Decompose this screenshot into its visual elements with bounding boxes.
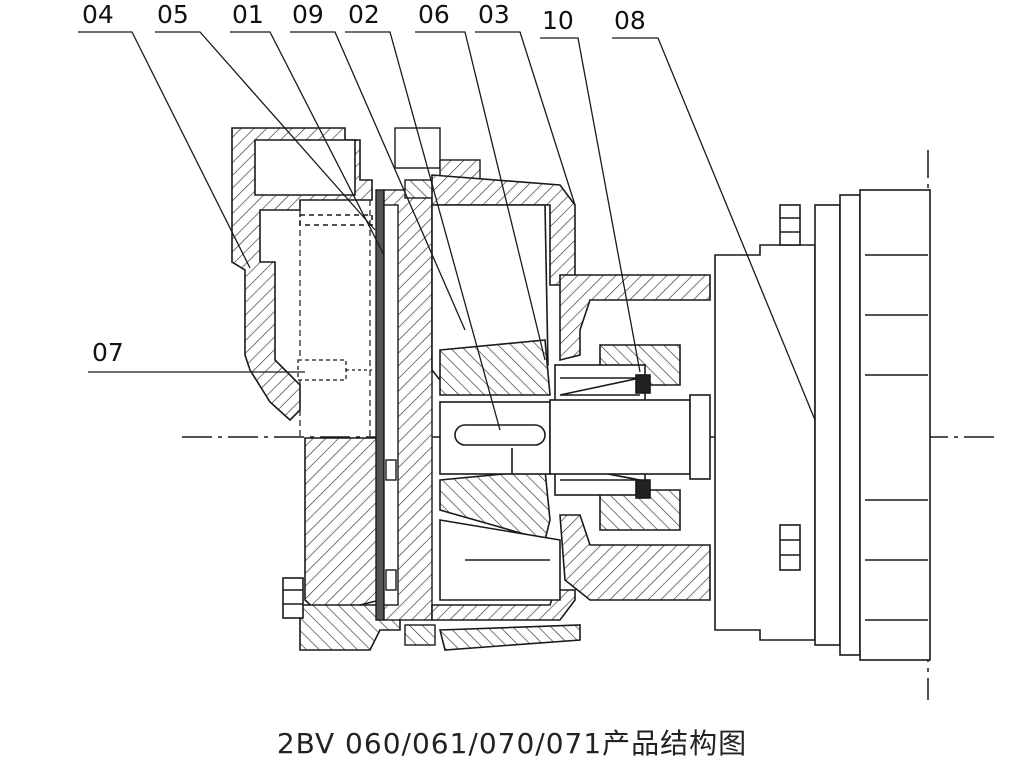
callout-03: 03 — [478, 0, 510, 29]
motor-08 — [714, 189, 931, 661]
impeller-02 — [431, 174, 581, 651]
pump-casing-04 — [231, 127, 401, 651]
part-07 — [297, 359, 372, 381]
diagram-caption: 2BV 060/061/070/071产品结构图 — [276, 727, 748, 760]
callout-07: 07 — [92, 338, 124, 367]
callout-05: 05 — [157, 0, 189, 29]
callout-04: 04 — [82, 0, 114, 29]
callout-10: 10 — [542, 6, 574, 35]
callout-02: 02 — [348, 0, 380, 29]
callout-09: 09 — [292, 0, 324, 29]
callout-06: 06 — [418, 0, 450, 29]
callout-01: 01 — [232, 0, 264, 29]
leader-lines — [78, 31, 816, 431]
shaft — [549, 394, 711, 480]
port-plate-05 — [375, 179, 436, 646]
callout-08: 08 — [614, 6, 646, 35]
